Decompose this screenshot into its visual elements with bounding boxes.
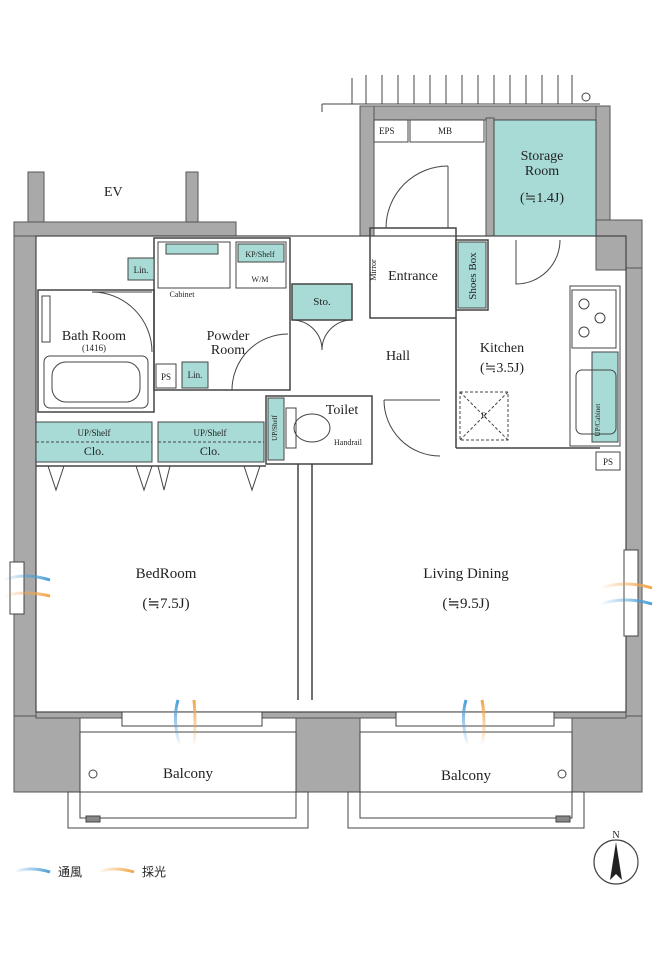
ps-box-2: [595, 451, 621, 471]
mirror-label: Mirror: [369, 259, 378, 281]
clo-1: Clo.: [84, 444, 104, 458]
column-marker: [581, 92, 591, 102]
up-cabinet-label: UP/Cabinet: [594, 404, 602, 437]
balcony-label-1: Balcony: [163, 766, 213, 782]
up-shelf-1: UP/Shelf: [77, 428, 110, 438]
airflow-arrows: [3, 574, 653, 747]
bathtub: [41, 295, 149, 409]
legend-daylight: 採光: [142, 865, 166, 879]
compass-icon: [593, 839, 639, 885]
storage-area: (≒1.4J): [520, 191, 564, 206]
bedroom-area: (≒7.5J): [142, 596, 189, 612]
shoes-box-label: Shoes Box: [467, 252, 479, 300]
living-area: (≒9.5J): [442, 596, 489, 612]
legend-ventilation: 通風: [58, 865, 82, 879]
handrail-label: Handrail: [334, 438, 363, 447]
shoes-box: [457, 241, 487, 309]
lin-label-2: Lin.: [188, 370, 203, 380]
refrigerator: [459, 391, 509, 441]
up-shelf-toilet: UP/Shelf: [271, 414, 279, 440]
storage-label-2: Room: [525, 164, 559, 179]
entrance-label: Entrance: [388, 269, 438, 284]
powder-room-label-1: Powder: [207, 329, 250, 344]
lin-box-2: [181, 361, 209, 389]
windows: [9, 549, 639, 727]
lin-label-1: Lin.: [134, 265, 149, 275]
interior-walls: [35, 227, 627, 713]
wm-label: W/M: [252, 275, 269, 284]
stairs: [321, 75, 600, 112]
eps-label: EPS: [379, 126, 395, 136]
north-label: N: [612, 830, 619, 841]
kitchen-label: Kitchen: [480, 341, 524, 356]
hall-label: Hall: [386, 349, 410, 364]
closet-doors: [47, 465, 261, 492]
toilet-fixture: [267, 397, 331, 461]
closets: [35, 421, 265, 463]
door-swings: [91, 165, 561, 457]
kp-shelf-label: KP/Shelf: [245, 250, 275, 259]
up-shelf-2: UP/Shelf: [193, 428, 226, 438]
balcony-label-2: Balcony: [441, 768, 491, 784]
kitchen-area: (≒3.5J): [480, 361, 524, 376]
toilet-label: Toilet: [326, 403, 359, 418]
ev-label: EV: [104, 185, 123, 200]
refrigerator-label: R: [481, 411, 487, 420]
sto-label: Sto.: [313, 296, 331, 308]
storage-label-1: Storage: [521, 149, 564, 164]
kitchen-counter: [569, 285, 621, 447]
ps-label-1: PS: [161, 372, 171, 382]
lin-box-1: [127, 257, 155, 281]
bath-room-label: Bath Room: [62, 329, 126, 344]
mb-label: MB: [438, 126, 452, 136]
eps-mb: [373, 119, 485, 143]
ps-box-1: [155, 363, 177, 389]
ps-label-2: PS: [603, 457, 613, 467]
powder-room-label-2: Room: [211, 343, 245, 358]
vanity: [157, 241, 287, 289]
bath-size-label: (1416): [82, 343, 106, 353]
storage-room: [493, 119, 597, 237]
exterior-walls: [13, 105, 643, 793]
bedroom-label: BedRoom: [136, 566, 197, 582]
living-dining-label: Living Dining: [423, 566, 509, 582]
cabinet-label: Cabinet: [170, 290, 196, 299]
legend: [13, 867, 135, 874]
clo-2: Clo.: [200, 444, 220, 458]
